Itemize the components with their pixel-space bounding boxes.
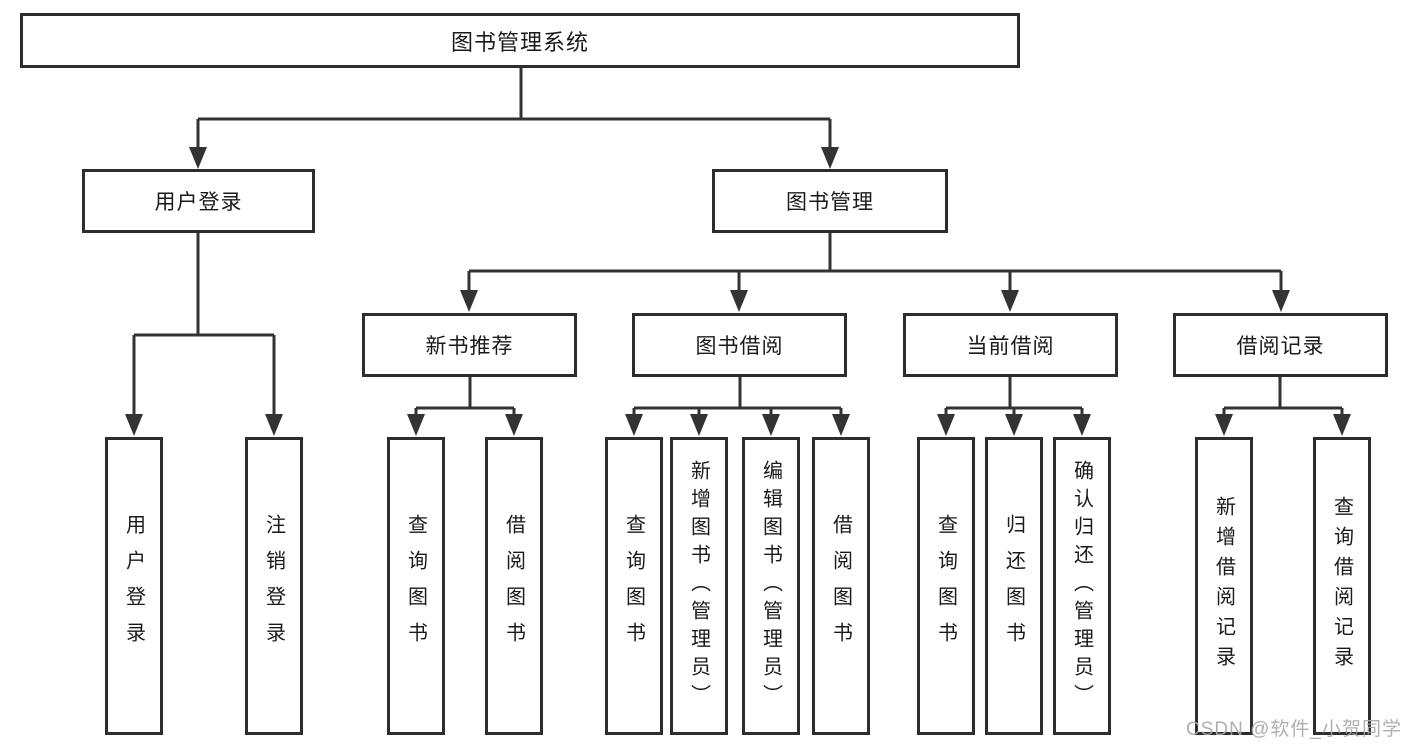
arrowheads xyxy=(125,147,1351,436)
watermark: CSDN @软件_小贺同学 xyxy=(1186,719,1402,740)
node-leaf-query-books-1-label: 查询图书 xyxy=(404,514,427,658)
node-leaf-edit-book-admin-label: 编辑图书（管理员） xyxy=(759,460,782,712)
node-leaf-add-borrow-record: 新增借阅记录 xyxy=(1195,437,1253,735)
node-new-book-recommendation-label: 新书推荐 xyxy=(425,335,514,358)
node-leaf-query-books-1: 查询图书 xyxy=(387,437,445,735)
node-leaf-borrow-books-1-label: 借阅图书 xyxy=(502,514,525,658)
node-leaf-borrow-books-2: 借阅图书 xyxy=(812,437,870,735)
node-leaf-query-borrow-record-label: 查询借阅记录 xyxy=(1330,496,1353,676)
node-leaf-edit-book-admin: 编辑图书（管理员） xyxy=(742,437,800,735)
node-leaf-logout-label: 注销登录 xyxy=(262,514,285,658)
node-leaf-query-books-3-label: 查询图书 xyxy=(934,514,957,658)
node-book-borrowing: 图书借阅 xyxy=(632,313,847,377)
node-root-label: 图书管理系统 xyxy=(450,29,589,55)
node-borrowing-records: 借阅记录 xyxy=(1173,313,1388,377)
node-leaf-query-books-3: 查询图书 xyxy=(917,437,975,735)
node-borrowing-records-label: 借阅记录 xyxy=(1236,335,1325,358)
node-user-login-label: 用户登录 xyxy=(154,191,243,214)
node-leaf-add-borrow-record-label: 新增借阅记录 xyxy=(1212,496,1235,676)
node-leaf-user-login-label: 用户登录 xyxy=(122,514,145,658)
node-leaf-add-book-admin: 新增图书（管理员） xyxy=(670,437,728,735)
node-book-management-label: 图书管理 xyxy=(786,191,874,214)
node-leaf-logout: 注销登录 xyxy=(245,437,303,735)
node-leaf-confirm-return-admin-label: 确认归还（管理员） xyxy=(1070,460,1093,712)
node-leaf-query-books-2: 查询图书 xyxy=(605,437,663,735)
node-leaf-borrow-books-1: 借阅图书 xyxy=(485,437,543,735)
node-leaf-return-books: 归还图书 xyxy=(985,437,1043,735)
node-current-borrowing: 当前借阅 xyxy=(903,313,1118,377)
node-leaf-borrow-books-2-label: 借阅图书 xyxy=(829,514,852,658)
node-leaf-confirm-return-admin: 确认归还（管理员） xyxy=(1053,437,1111,735)
node-leaf-query-borrow-record: 查询借阅记录 xyxy=(1313,437,1371,735)
node-leaf-query-books-2-label: 查询图书 xyxy=(622,514,645,658)
node-new-book-recommendation: 新书推荐 xyxy=(362,313,577,377)
node-book-management: 图书管理 xyxy=(712,169,948,233)
node-root: 图书管理系统 xyxy=(20,13,1020,68)
node-leaf-user-login: 用户登录 xyxy=(105,437,163,735)
node-book-borrowing-label: 图书借阅 xyxy=(695,335,784,358)
node-user-login: 用户登录 xyxy=(82,169,315,233)
node-leaf-return-books-label: 归还图书 xyxy=(1002,514,1025,658)
node-leaf-add-book-admin-label: 新增图书（管理员） xyxy=(687,460,710,712)
node-current-borrowing-label: 当前借阅 xyxy=(966,335,1055,358)
